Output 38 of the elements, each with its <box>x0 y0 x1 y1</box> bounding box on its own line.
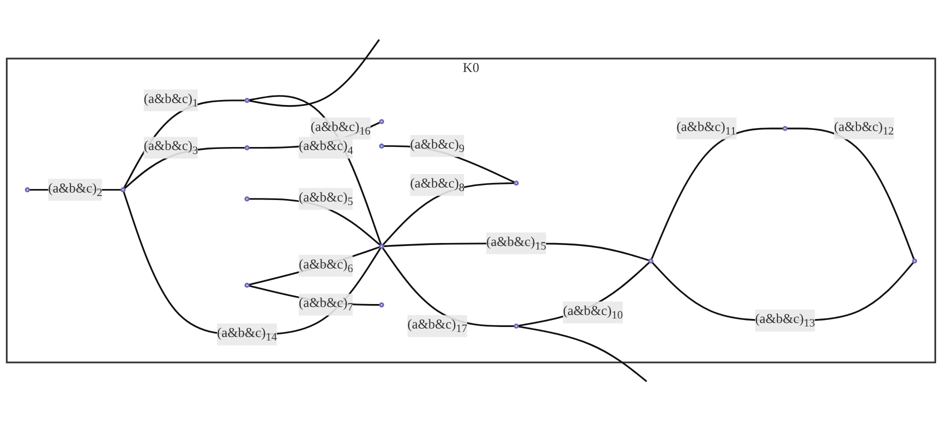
node-circle <box>782 126 788 132</box>
node-circle <box>244 282 250 288</box>
edge-label: (a&b&c)$_{8}$ <box>410 176 464 194</box>
edge-label: (a&b&c)$_{3}$ <box>144 139 198 156</box>
edge-label: (a&b&c)$_{12}$ <box>834 120 894 138</box>
connector <box>518 326 648 382</box>
connector <box>518 262 650 327</box>
edge-label: (a&b&c)$_{4}$ <box>298 139 354 156</box>
edge-label: (a&b&c)$_{9}$ <box>410 138 464 155</box>
connector <box>248 39 380 107</box>
node-circle <box>244 145 250 150</box>
edge-label: (a&b&c)$_{1}$ <box>144 92 198 109</box>
node-circle <box>912 258 918 264</box>
connector <box>650 128 784 260</box>
node-circle <box>514 180 519 186</box>
connector <box>248 246 380 286</box>
edge-label: (a&b&c)$_{11}$ <box>676 120 736 138</box>
node-circle <box>24 187 30 192</box>
node-circle <box>379 119 384 124</box>
edge-label: (a&b&c)$_{7}$ <box>298 296 354 314</box>
node-circle <box>120 187 126 192</box>
node-circle <box>379 302 384 308</box>
edge-label: (a&b&c)$_{5}$ <box>298 190 354 208</box>
connector <box>786 128 915 260</box>
node-circle <box>379 244 384 249</box>
edge-label: (a&b&c)$_{10}$ <box>562 304 623 322</box>
edge-label: (a&b&c)$_{15}$ <box>486 234 546 252</box>
node-circle <box>379 144 384 149</box>
node-circle <box>244 98 250 103</box>
edge-label: (a&b&c)$_{2}$ <box>48 181 102 198</box>
edge-label: (a&b&c)$_{16}$ <box>310 120 371 138</box>
edge-label: (a&b&c)$_{6}$ <box>298 257 354 274</box>
node-circle <box>244 196 250 202</box>
node-circle <box>514 324 519 329</box>
edge-label: (a&b&c)$_{13}$ <box>755 312 816 330</box>
node-circle <box>648 258 654 264</box>
edge-label: (a&b&c)$_{17}$ <box>407 318 468 335</box>
edge-label: (a&b&c)$_{14}$ <box>217 326 277 344</box>
